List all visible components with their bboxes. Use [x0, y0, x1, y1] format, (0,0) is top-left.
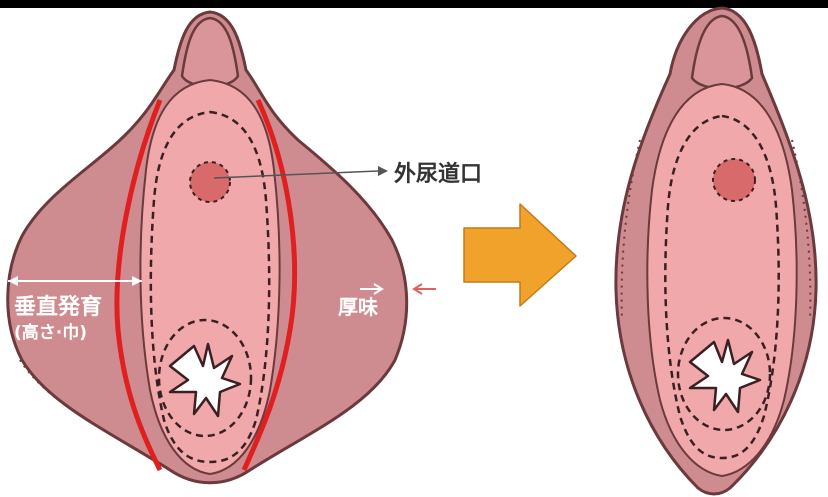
label-thickness: 厚味: [338, 295, 378, 319]
right-figure: [614, 6, 818, 496]
left-urethral-opening: [189, 161, 231, 203]
left-figure: [6, 10, 409, 485]
label-vertical-growth-sub: (高さ·巾): [14, 322, 87, 343]
right-urethral-opening: [712, 158, 756, 202]
vg-arrowhead-left: [8, 276, 18, 286]
thickness-arrow-inner: [360, 283, 384, 295]
top-bar: [0, 0, 828, 8]
label-vertical-growth: 垂直発育: [14, 294, 102, 320]
right-hymen-shape: [688, 338, 762, 414]
left-hymen-shape: [168, 342, 242, 418]
vg-arrowhead-right: [132, 276, 142, 286]
left-red-line-left: [114, 99, 163, 472]
arrow-right-icon: [463, 203, 577, 307]
left-red-line-right: [241, 98, 298, 472]
thickness-arrow-outer: [412, 283, 436, 295]
label-urethral-opening: 外尿道口: [394, 161, 482, 187]
urethra-pointer-line: [213, 170, 379, 179]
right-vestibule-dashed: [664, 114, 780, 460]
urethra-pointer-arrowhead: [378, 166, 388, 176]
left-vestibule-dashed: [149, 110, 271, 464]
